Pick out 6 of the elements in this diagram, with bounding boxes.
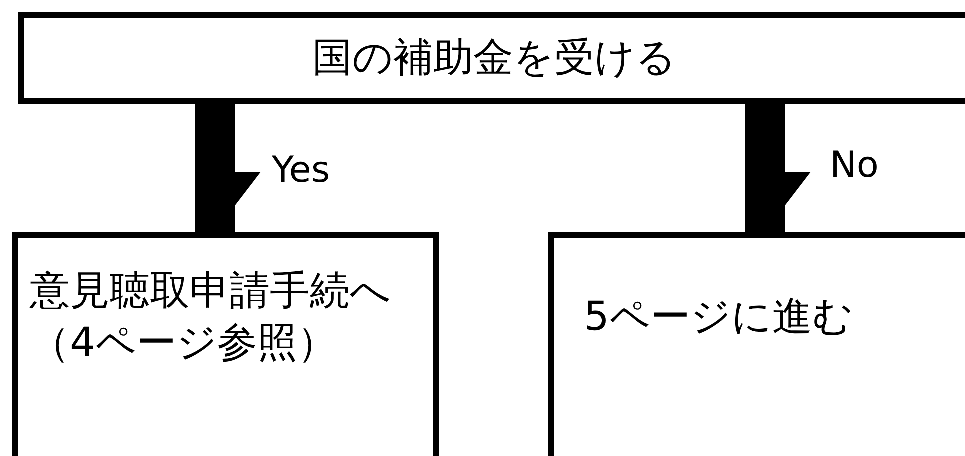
process-box <box>18 12 965 104</box>
process-box <box>12 232 439 456</box>
process-box <box>548 232 965 456</box>
box-text: 国の補助金を受ける <box>312 34 676 83</box>
box-text: 意見聴取申請手続へ（4ページ参照） <box>30 267 392 368</box>
box-text: 5ページに進む <box>584 293 854 342</box>
